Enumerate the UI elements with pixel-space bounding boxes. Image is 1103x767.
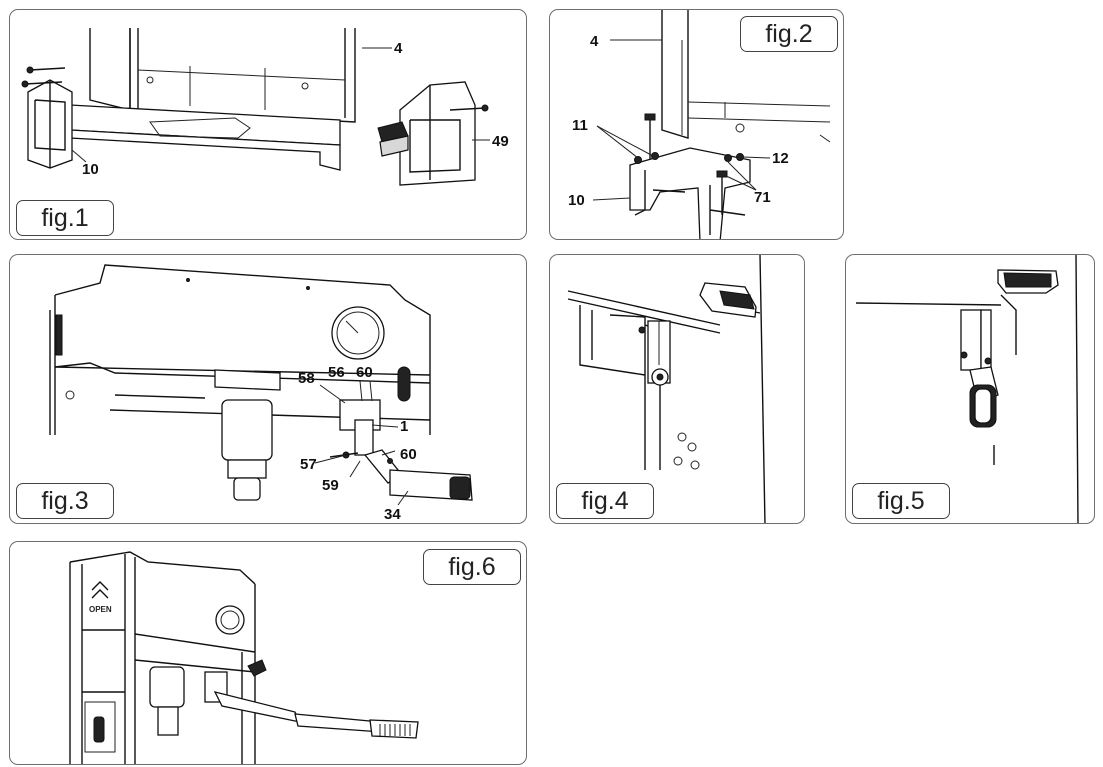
fig6-handle-grip <box>379 724 411 736</box>
fig3-callout-59: 59 <box>322 477 339 494</box>
fig3-callout-56: 56 <box>328 364 345 381</box>
figure-6-label: fig.6 <box>423 549 521 585</box>
figure-2-label: fig.2 <box>740 16 838 52</box>
figure-5-drawing <box>855 255 1079 523</box>
figure-1-panel: 4 10 49 fig.1 <box>9 9 527 240</box>
fig3-callout-60b: 60 <box>400 446 417 463</box>
figure-6-drawing: OPEN <box>69 551 419 764</box>
figure-3-label: fig.3 <box>16 483 114 519</box>
figure-4-label: fig.4 <box>556 483 654 519</box>
fig3-callout-34: 34 <box>384 506 401 523</box>
fig2-callout-12: 12 <box>772 150 789 167</box>
fig2-callout-10: 10 <box>568 192 585 209</box>
fig3-callout-58: 58 <box>298 370 315 387</box>
fig2-callout-71: 71 <box>754 189 771 206</box>
figure-3-panel: 58 56 60 1 57 60 59 34 fig.3 <box>9 254 527 524</box>
figure-2-drawing: 4 11 12 10 71 <box>568 10 831 239</box>
figure-5-panel: fig.5 <box>845 254 1095 524</box>
figure-2-panel: 4 11 12 10 71 fig.2 <box>549 9 844 240</box>
fig2-callout-11: 11 <box>572 117 588 134</box>
fig3-callout-60a: 60 <box>356 364 373 381</box>
figure-6-panel: OPEN fig.6 <box>9 541 527 765</box>
fig3-callout-57: 57 <box>300 456 317 473</box>
figure-1-label: fig.1 <box>16 200 114 236</box>
fig2-callout-4: 4 <box>590 33 599 50</box>
fig1-callout-4: 4 <box>394 40 403 57</box>
figure-3-drawing: 58 56 60 1 57 60 59 34 <box>49 264 473 523</box>
fig1-callout-49: 49 <box>492 133 509 150</box>
figure-4-drawing <box>567 255 766 523</box>
figure-5-label: fig.5 <box>852 483 950 519</box>
fig6-open-text: OPEN <box>89 605 112 614</box>
figure-4-panel: fig.4 <box>549 254 805 524</box>
figure-1-drawing: 4 10 49 <box>21 28 509 186</box>
fig1-callout-10: 10 <box>82 161 99 178</box>
fig3-callout-1: 1 <box>400 418 408 435</box>
